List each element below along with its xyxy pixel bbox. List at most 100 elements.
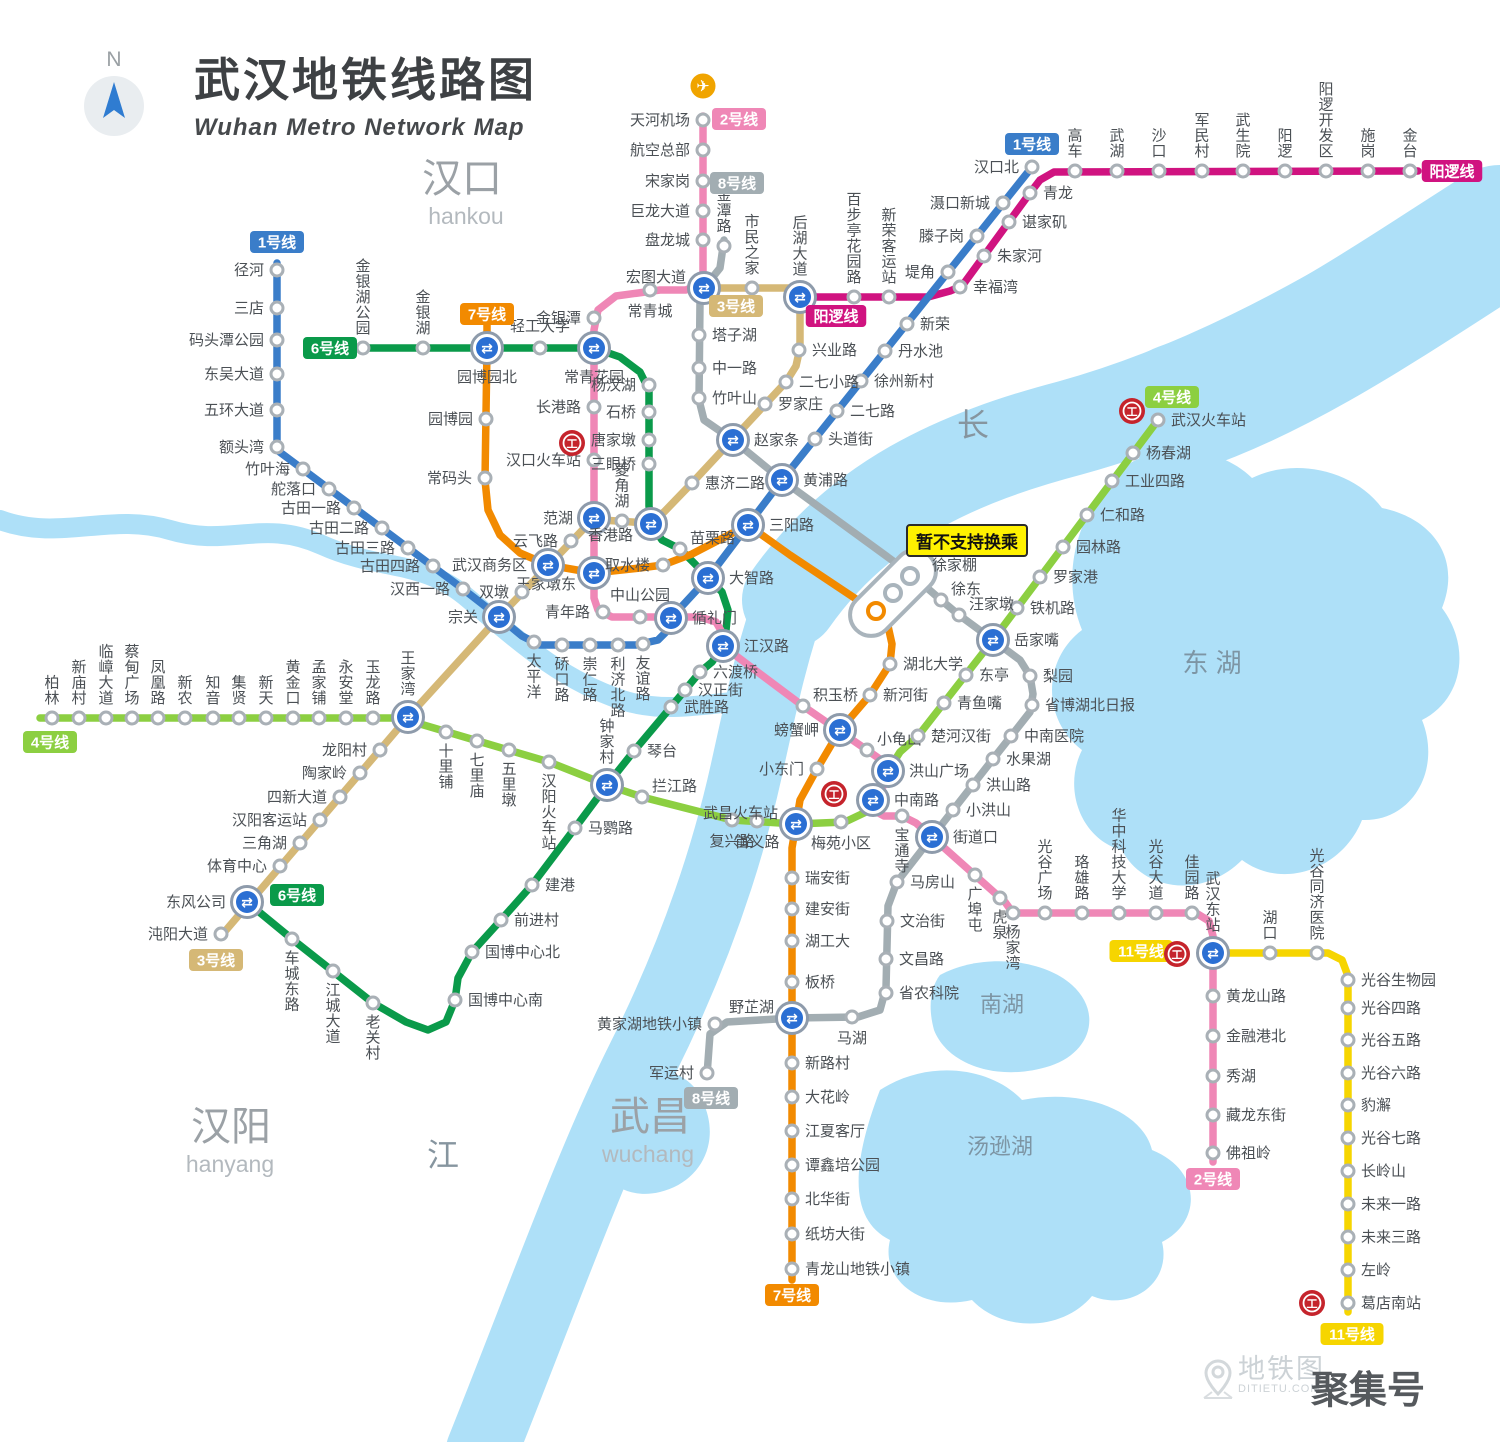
station-label: 江夏客厅 <box>805 1123 865 1140</box>
station-label: 轻工大学 <box>510 318 570 335</box>
svg-text:11号线: 11号线 <box>1118 943 1164 961</box>
interchange-station-江汉路: ⇄ <box>706 629 740 663</box>
station-复兴路 <box>724 812 740 828</box>
station-四新大道 <box>332 789 348 805</box>
transfer-arrows-icon: ⇄ <box>698 280 710 296</box>
station-label: 金银湖 <box>415 289 430 337</box>
station-徐东 <box>933 592 949 608</box>
station-label: 新庙村 <box>71 659 86 707</box>
station-label: 光谷大道 <box>1148 839 1163 903</box>
station-label: 汉阳客运站 <box>232 812 307 829</box>
interchange-station-赵家条: ⇄ <box>716 423 750 457</box>
transfer-arrows-icon: ⇄ <box>742 517 754 533</box>
station-label: 七里庙 <box>469 752 484 800</box>
station-label: 柏林 <box>44 675 59 708</box>
station-label: 盘龙城 <box>645 231 690 249</box>
station-金银湖 <box>415 340 431 356</box>
lake-tangxun <box>858 1070 1191 1324</box>
station-铁机路 <box>1009 600 1025 616</box>
station-知音 <box>205 710 221 726</box>
station-新荣客运站 <box>881 289 897 305</box>
transfer-arrows-icon: ⇄ <box>717 638 729 654</box>
line-badge-阳逻线: 阳逻线 <box>805 305 867 327</box>
station-label: 十里铺 <box>438 743 453 791</box>
geo-label: 南湖 <box>980 992 1024 1017</box>
station-板桥 <box>784 974 800 990</box>
station-轻工大学 <box>532 340 548 356</box>
station-label: 金潭路 <box>716 187 731 235</box>
railway-station-icon: 工 <box>559 430 585 456</box>
station-琴台 <box>626 743 642 759</box>
station-label: 宝通寺 <box>894 827 909 875</box>
station-label: 青年路 <box>545 604 590 621</box>
line-badge-11号线: 11号线 <box>1320 1323 1384 1345</box>
station-label: 沌阳大道 <box>148 926 208 943</box>
station-佛祖岭 <box>1205 1145 1221 1161</box>
station-label: 中山公园 <box>610 587 670 604</box>
station-label: 范湖 <box>543 510 573 527</box>
station-label: 六渡桥 <box>713 664 758 681</box>
station-三角湖 <box>292 835 308 851</box>
line-badge-1号线: 1号线 <box>250 231 304 253</box>
station-label: 复兴路 <box>709 832 754 850</box>
transfer-arrows-icon: ⇄ <box>588 565 600 581</box>
station-label: 高车 <box>1067 128 1082 161</box>
railway-station-icon: 工 <box>821 781 847 807</box>
line-badge-7号线: 7号线 <box>460 303 514 325</box>
station-古田四路 <box>425 558 441 574</box>
interchange-station-螃蟹岬: ⇄ <box>823 713 857 747</box>
station-label: 老关村 <box>365 1014 380 1062</box>
station-青龙山地铁小镇 <box>784 1261 800 1277</box>
railway-station-icon: 工 <box>1164 941 1190 967</box>
station-蔡甸广场 <box>124 710 140 726</box>
station-常青城 <box>642 282 658 298</box>
station-label: 岳家嘴 <box>1014 632 1059 649</box>
station-黄家湖地铁小镇 <box>707 1016 723 1032</box>
station-label: 建安街 <box>805 901 850 918</box>
station-label: 建港 <box>545 877 575 894</box>
station-label: 铁机路 <box>1030 600 1075 617</box>
station-施岗 <box>1360 163 1376 179</box>
station-label: 汉正街 <box>698 682 743 699</box>
svg-text:工: 工 <box>829 789 840 802</box>
station-古田一路 <box>346 500 362 516</box>
station-label: 螃蟹岬 <box>774 722 819 739</box>
geo-label: 长 <box>957 407 989 443</box>
station-三眼桥 <box>641 456 657 472</box>
station-秀湖 <box>1205 1068 1221 1084</box>
station-label: 徐东 <box>951 581 981 598</box>
line-badge-6号线: 6号线 <box>270 884 324 906</box>
station-label: 码头潭公园 <box>189 332 264 349</box>
station-汉口火车站 <box>586 452 602 468</box>
station-label: 循礼门 <box>692 610 737 627</box>
station-label: 知音 <box>205 675 220 708</box>
station-光谷五路 <box>1340 1032 1356 1048</box>
airport-icon: ✈ <box>688 71 718 101</box>
station-label: 青龙 <box>1043 185 1073 202</box>
station-label: 武昌火车站 <box>703 805 778 822</box>
station-label: 广埠屯 <box>967 886 982 934</box>
station-label: 五环大道 <box>204 402 264 419</box>
station-label: 拦江路 <box>652 778 697 795</box>
interchange-station-野芷湖: ⇄ <box>775 1001 809 1035</box>
station-金银潭 <box>586 310 602 326</box>
watermark-latin: DITIETU.COM <box>1238 1383 1321 1395</box>
station-label: 三眼桥 <box>591 456 636 473</box>
station-label: 藏龙东街 <box>1226 1107 1286 1124</box>
interchange-station-王家墩东: ⇄ <box>577 556 611 590</box>
station-label: 首义路 <box>734 834 779 851</box>
station-百步亭花园路 <box>846 289 862 305</box>
transfer-arrows-icon: ⇄ <box>882 763 894 779</box>
station-汉阳客运站 <box>312 812 328 828</box>
station-黄金口 <box>285 710 301 726</box>
station-label: 长港路 <box>536 399 581 416</box>
svg-text:3号线: 3号线 <box>197 952 235 970</box>
station-园林路 <box>1055 539 1071 555</box>
station-国博中心北 <box>464 944 480 960</box>
station-label: 车城东路 <box>284 950 299 1014</box>
station-瑞安街 <box>784 870 800 886</box>
station-label: 武湖 <box>1109 128 1124 161</box>
svg-text:2号线: 2号线 <box>720 111 758 129</box>
station-建安街 <box>784 901 800 917</box>
station-青龙 <box>1022 185 1038 201</box>
